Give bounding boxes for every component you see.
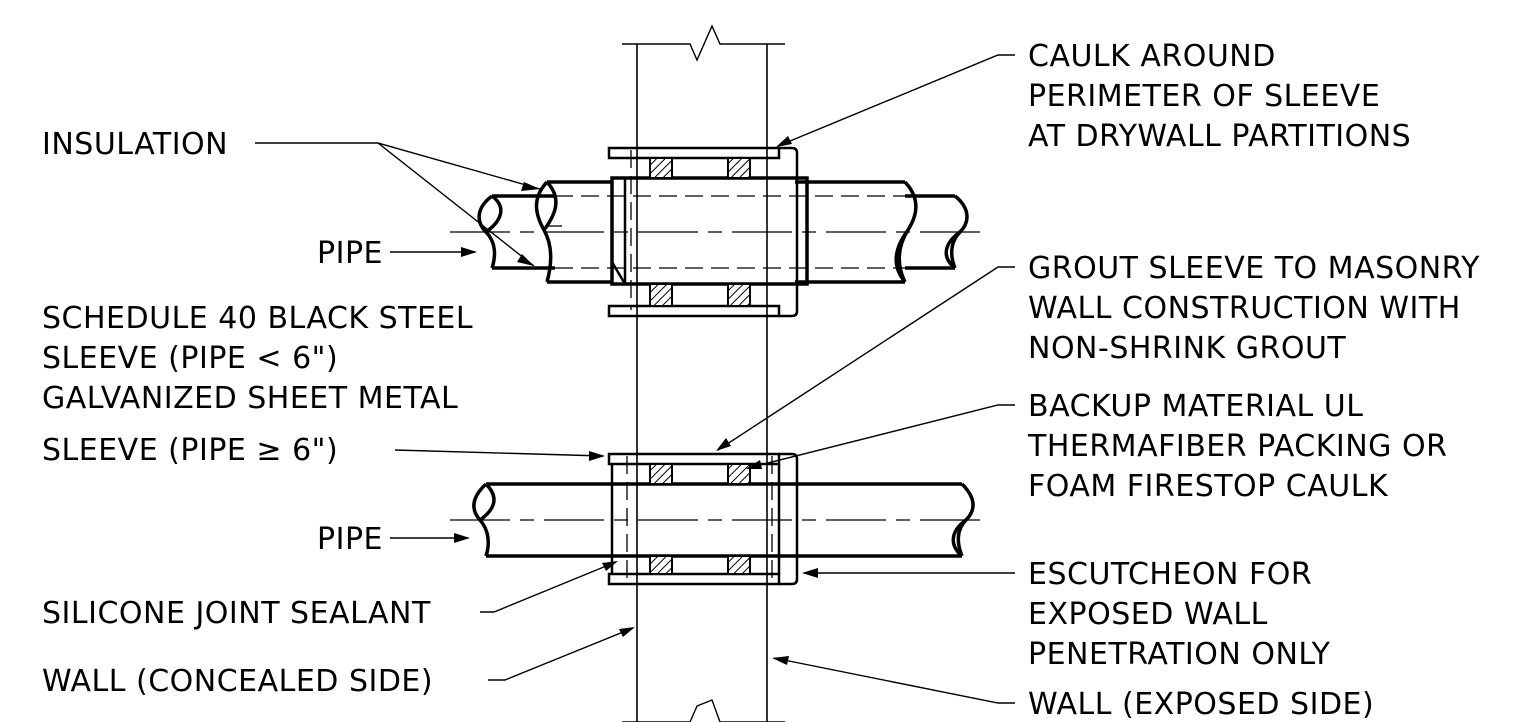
label-sleeve-steel-line1: SCHEDULE 40 BLACK STEEL xyxy=(42,301,473,336)
left-labels: INSULATION PIPE SCHEDULE 40 BLACK STEEL … xyxy=(42,127,473,699)
label-escutcheon-line2: EXPOSED WALL xyxy=(1028,597,1268,632)
label-sleeve-galv-line2: SLEEVE (PIPE ≥ 6") xyxy=(42,433,338,468)
label-backup-line2: THERMAFIBER PACKING OR xyxy=(1027,429,1447,464)
label-wall-concealed: WALL (CONCEALED SIDE) xyxy=(42,664,433,699)
label-sleeve-galv-line1: GALVANIZED SHEET METAL xyxy=(42,381,458,416)
label-escutcheon-line3: PENETRATION ONLY xyxy=(1028,637,1331,672)
label-caulk-line3: AT DRYWALL PARTITIONS xyxy=(1028,119,1411,154)
wall-break-top xyxy=(622,24,785,62)
lower-pipe-assembly xyxy=(450,452,990,586)
label-grout-line3: NON-SHRINK GROUT xyxy=(1028,331,1346,366)
label-wall-exposed: WALL (EXPOSED SIDE) xyxy=(1028,687,1374,722)
wall-break-bottom xyxy=(622,699,785,722)
label-pipe-upper: PIPE xyxy=(317,236,383,271)
label-insulation: INSULATION xyxy=(42,127,228,162)
leader-lines xyxy=(255,54,1015,704)
label-backup-line1: BACKUP MATERIAL UL xyxy=(1028,389,1363,424)
wall xyxy=(622,24,785,722)
right-labels: CAULK AROUND PERIMETER OF SLEEVE AT DRYW… xyxy=(1027,39,1480,722)
label-grout-line2: WALL CONSTRUCTION WITH xyxy=(1028,291,1461,326)
label-grout-line1: GROUT SLEEVE TO MASONRY xyxy=(1028,251,1480,286)
label-pipe-lower: PIPE xyxy=(317,522,383,557)
upper-pipe-assembly xyxy=(450,146,990,318)
label-caulk-line2: PERIMETER OF SLEEVE xyxy=(1028,79,1380,114)
label-silicone: SILICONE JOINT SEALANT xyxy=(42,596,431,631)
label-escutcheon-line1: ESCUTCHEON FOR xyxy=(1028,557,1312,592)
label-sleeve-steel-line2: SLEEVE (PIPE < 6") xyxy=(42,341,338,376)
label-backup-line3: FOAM FIRESTOP CAULK xyxy=(1028,469,1389,504)
label-caulk-line1: CAULK AROUND xyxy=(1028,39,1276,74)
